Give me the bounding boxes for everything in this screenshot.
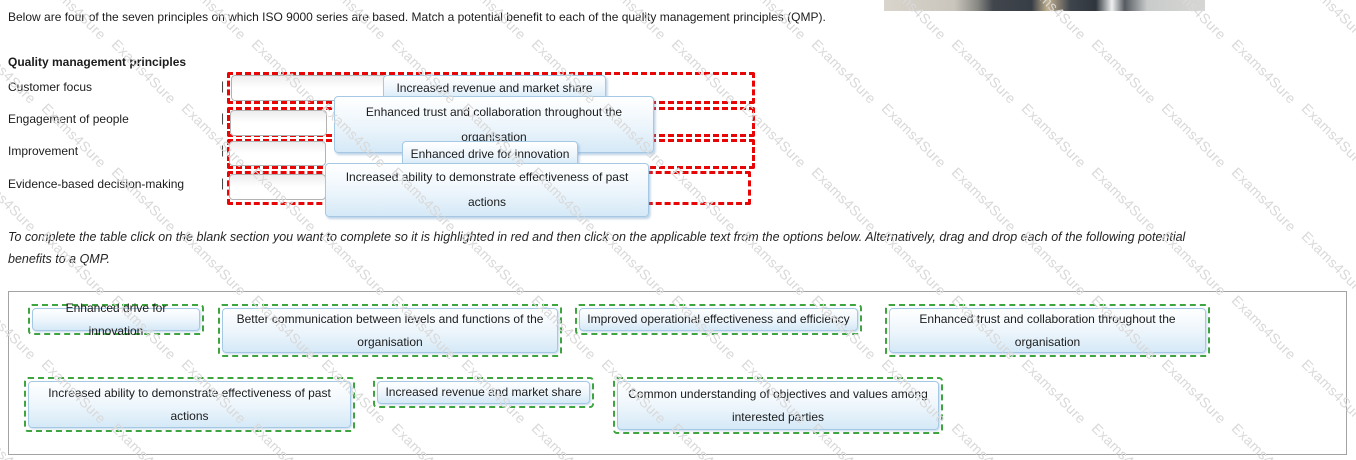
instructions-text: To complete the table click on the blank… [8, 230, 1186, 266]
blank-slot-4[interactable] [229, 174, 326, 200]
option-label: Common understanding of objectives and v… [617, 381, 939, 430]
watermark-text: Exams4Sure [1088, 36, 1160, 107]
column-divider: | [221, 111, 225, 125]
qmp-label-engagement-of-people: Engagement of people [8, 112, 129, 126]
watermark-text: Exams4Sure [108, 36, 180, 107]
watermark-text: Exams4Sure [1228, 164, 1300, 235]
watermark-text: Exams4Sure [1228, 36, 1300, 107]
option-increased-revenue[interactable]: Increased revenue and market share [373, 377, 594, 408]
watermark-text: Exams4Sure [1298, 100, 1356, 171]
option-label: Enhanced drive for innovation [32, 301, 200, 338]
option-label: Improved operational effectiveness and e… [579, 308, 858, 331]
watermark-text: Exams4Sure [38, 100, 110, 171]
option-label: Increased revenue and market share [377, 381, 590, 404]
watermark-text: Exams4Sure [108, 164, 180, 235]
watermark-text: Exams4Sure [0, 164, 40, 235]
option-improved-operational-effectiveness[interactable]: Improved operational effectiveness and e… [575, 304, 862, 335]
option-label: Increased ability to demonstrate effecti… [28, 381, 351, 428]
option-enhanced-trust-and-collaboration[interactable]: Enhanced trust and collaboration through… [885, 304, 1210, 357]
qmp-label-evidence-based: Evidence-based decision-making [8, 177, 185, 191]
column-divider: | [221, 176, 225, 190]
watermark-text: Exams4Sure [1018, 100, 1090, 171]
table-heading: Quality management principles [8, 55, 187, 69]
option-label: Better communication between levels and … [222, 308, 558, 353]
watermark-text: Exams4Sure [1158, 100, 1230, 171]
watermark-text: Exams4Sure [948, 36, 1020, 107]
blank-slot-3[interactable] [229, 141, 326, 166]
option-label: Enhanced trust and collaboration through… [889, 308, 1206, 353]
qmp-label-customer-focus: Customer focus [8, 80, 93, 94]
blank-slot-2[interactable] [230, 110, 327, 136]
placed-answer-evidence-based[interactable]: Increased ability to demonstrate effecti… [325, 163, 649, 217]
watermark-text: Exams4Sure [1298, 228, 1356, 299]
watermark-text: Exams4Sure [0, 36, 40, 107]
option-better-communication[interactable]: Better communication between levels and … [218, 304, 562, 357]
option-common-understanding[interactable]: Common understanding of objectives and v… [613, 377, 943, 434]
watermark-text: Exams4Sure [808, 164, 880, 235]
photo-fragment [884, 0, 1205, 11]
watermark-text: Exams4Sure [948, 164, 1020, 235]
watermark-text: Exams4Sure [1088, 164, 1160, 235]
placed-answer-improvement[interactable]: Enhanced drive for innovation [402, 141, 578, 167]
watermark-text: Exams4Sure [878, 100, 950, 171]
option-enhanced-drive-for-innovation[interactable]: Enhanced drive for innovation [28, 301, 204, 338]
question-intro: Below are four of the seven principles o… [8, 10, 826, 24]
watermark-text: Exams4Sure [808, 36, 880, 107]
qmp-label-improvement: Improvement [8, 144, 79, 158]
column-divider: | [221, 79, 225, 93]
option-increased-ability-to-demonstrate[interactable]: Increased ability to demonstrate effecti… [24, 377, 355, 432]
column-divider: | [221, 143, 225, 157]
